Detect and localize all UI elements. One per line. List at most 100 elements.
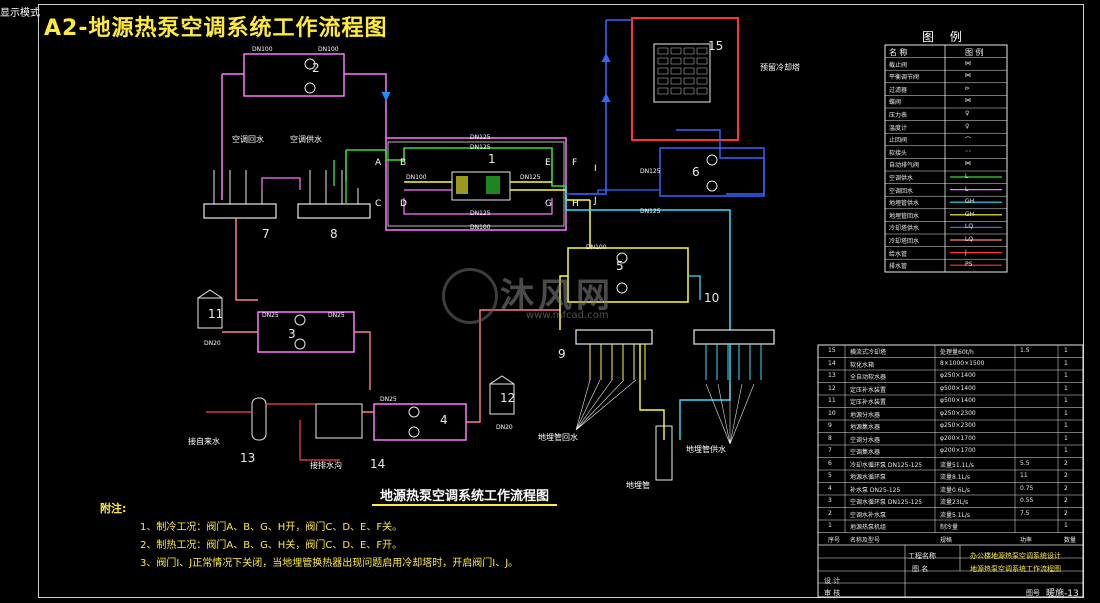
legend-symbol: ⋈ [965, 97, 971, 105]
dn-label: DN100 [406, 174, 427, 181]
parts-cell: 2 [1064, 484, 1068, 492]
note-item: 3、阀门I、J正常情况下关闭，当地埋管换热器出现问题启用冷却塔时，开启阀门I、J… [140, 558, 519, 569]
pump-group-4-frame [373, 403, 467, 441]
parts-cell: 7.5 [1020, 509, 1030, 517]
parts-cell: 5.5 [1020, 459, 1030, 467]
parts-cell: 15 [828, 347, 836, 354]
tower-fill-cell [657, 87, 669, 95]
drawing-frame [38, 4, 1084, 598]
chiller-loop-frame-inner [387, 141, 565, 227]
leader-ground-return [575, 379, 637, 431]
dn-label: DN100 [470, 224, 491, 231]
pump-4b [408, 426, 420, 438]
corner-label: 显示模式 [0, 8, 40, 19]
water-tank-14 [315, 403, 363, 439]
parts-cell: 2 [1064, 497, 1068, 504]
label-ground-return: 地埋管回水 [538, 433, 578, 442]
legend-symbol: PS [965, 261, 973, 269]
pump-3a [294, 314, 306, 326]
dn-label: DN25 [262, 312, 279, 319]
tower-to-chiller [566, 189, 660, 195]
dn-label: DN125 [470, 144, 491, 151]
supply-down-7 [235, 218, 258, 301]
legend-name: 名 称 [889, 48, 908, 57]
parts-cell: φ250×2300 [940, 409, 976, 417]
valve-F: F [572, 158, 578, 168]
legend-symbol: 图 例 [965, 48, 984, 57]
legend-symbol: L [965, 173, 969, 180]
manifold-legs [589, 344, 762, 380]
cooling-tower-box [631, 17, 739, 141]
parts-cell: 流量8.1L/s [940, 474, 971, 481]
parts-cell: 空调集水器 [850, 449, 881, 456]
tower-fill-cell [696, 47, 708, 55]
watermark-logo [442, 268, 498, 324]
distributor-8 [297, 203, 371, 219]
equipment-number: 4 [440, 413, 448, 427]
equipment-number: 5 [616, 259, 624, 273]
parts-cell: 冷却水循环泵 DN125-125 [850, 461, 923, 469]
parts-cell: 1 [1064, 422, 1068, 429]
legend-symbol: ♀ [965, 122, 970, 130]
tb-number-value: 暖施-13 [1046, 589, 1079, 599]
tb-check-label: 审 核 [824, 589, 841, 597]
legend-name: 蝶阀 [889, 99, 902, 107]
parts-cell: 9 [828, 422, 832, 429]
watermark-url: www.mfcad.com [526, 310, 609, 321]
legend-title: 图 例 [922, 30, 968, 44]
parts-cell: 数量 [1064, 536, 1077, 544]
legend-symbol: J [965, 248, 967, 256]
dn-label: DN25 [380, 396, 397, 403]
diagram-subtitle: 地源热泵空调系统工作流程图 [380, 489, 550, 504]
dn-label: DN25 [328, 312, 345, 319]
tower-fill-cell [657, 57, 669, 65]
label-ground-supply: 地埋管供水 [686, 445, 726, 454]
valve-A: A [375, 158, 382, 168]
parts-table [817, 344, 1084, 598]
valve-H: H [572, 199, 579, 209]
parts-cell: φ200×1700 [940, 434, 976, 442]
tower-fill-cell [696, 57, 708, 65]
distributor-8-risers [309, 170, 359, 204]
diagram-title: A2-地源热泵空调系统工作流程图 [44, 16, 388, 41]
parts-cell: φ500×1400 [940, 384, 976, 392]
parts-cell: 地源水循环泵 [850, 474, 887, 481]
ground-return-pipe [559, 200, 591, 330]
parts-cell: φ250×1400 [940, 372, 976, 379]
tower-arrow-1 [601, 92, 611, 103]
label-ground-pipe: 地埋管 [626, 481, 650, 490]
dn-label: DN100 [318, 46, 339, 53]
ground-supply-pipe [565, 186, 731, 330]
parts-cell: 4 [828, 484, 832, 492]
parts-cell: 14 [828, 359, 836, 367]
legend-name: 冷却塔回水 [889, 238, 920, 245]
label-drain: 接排水沟 [310, 461, 342, 470]
label-tap-water: 接自来水 [188, 437, 220, 446]
parts-cell: 1 [828, 522, 832, 529]
dn-label: DN100 [252, 46, 273, 53]
pipe-2-right [344, 73, 387, 138]
parts-grid [818, 345, 1083, 597]
tower-fill-cell [683, 77, 695, 85]
legend-symbol: L [965, 185, 969, 193]
dn-label: DN20 [204, 340, 221, 347]
pump-group-2-frame [243, 53, 345, 97]
legend-symbol: LQ [965, 236, 974, 243]
subtitle-underline [372, 504, 557, 506]
tb-drawing-value: 地源热泵空调系统工作流程图 [970, 565, 1061, 573]
cooling-tower-15 [653, 43, 711, 103]
equipment-number: 14 [370, 457, 385, 471]
equipment-number: 15 [708, 39, 723, 53]
parts-cell: φ250×2300 [940, 422, 976, 429]
